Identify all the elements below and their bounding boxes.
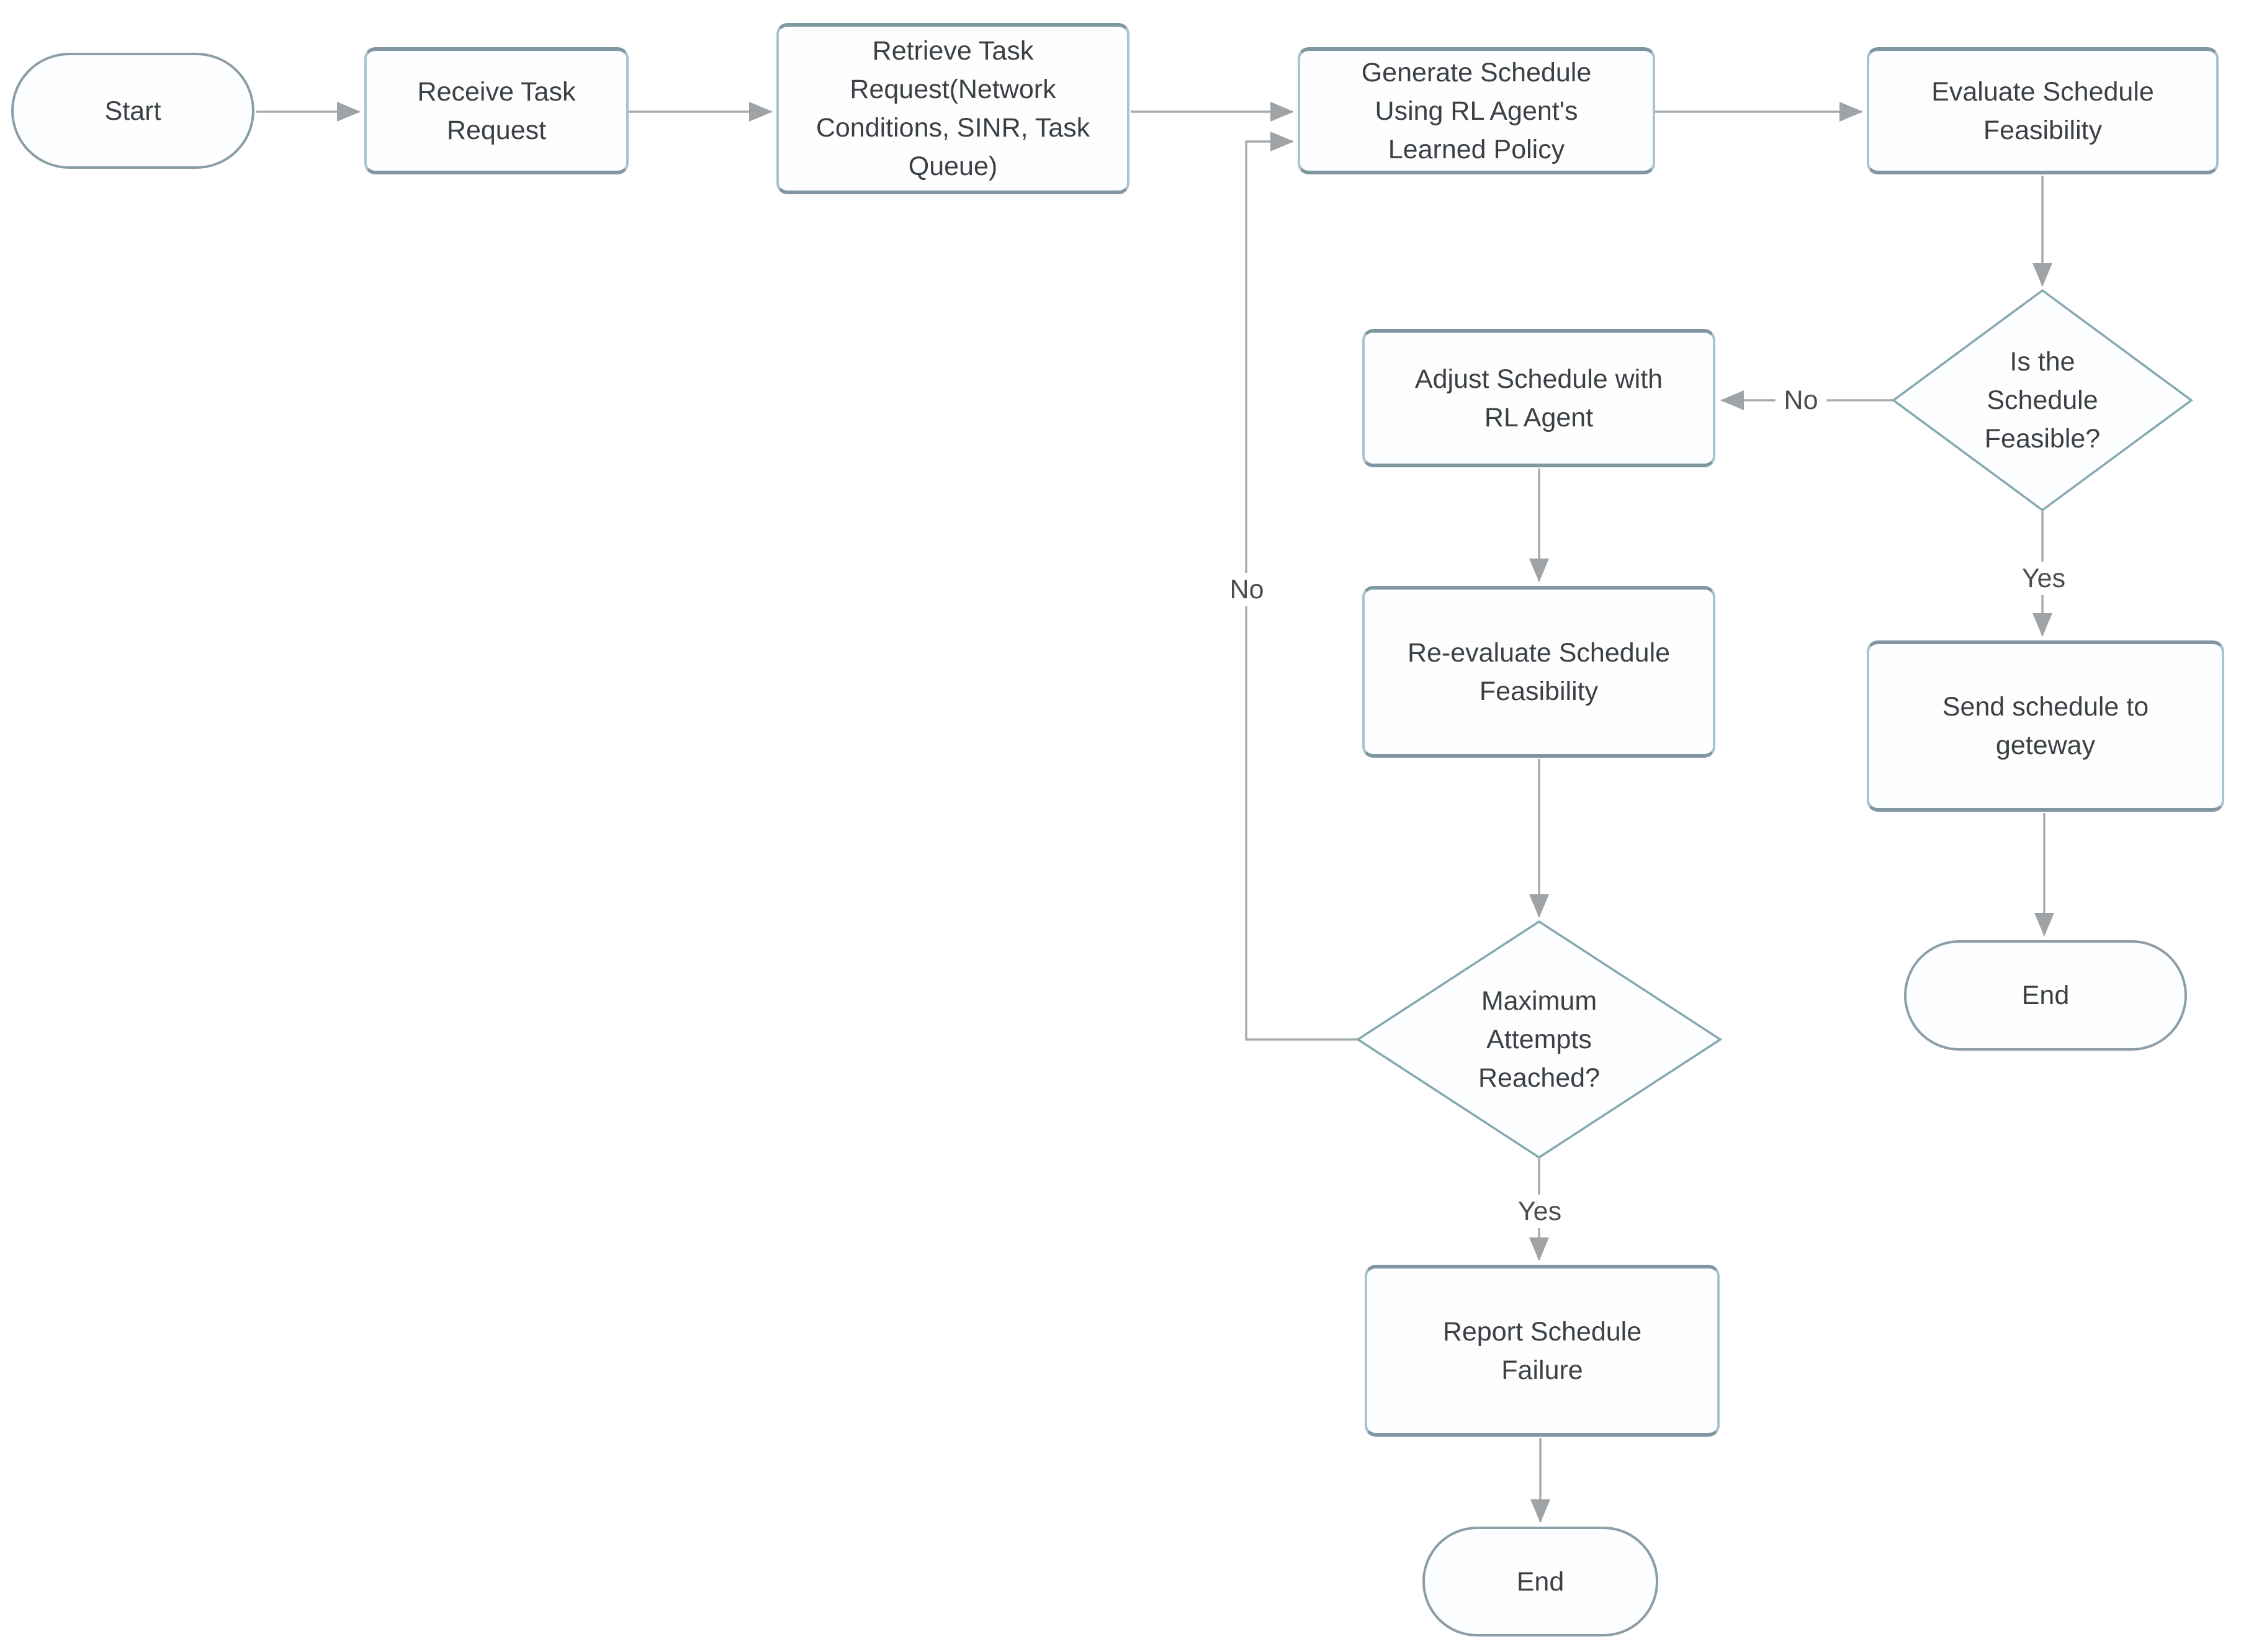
- edge-label-is-feasible-no: No: [1775, 384, 1827, 417]
- edge-label-max-attempts-no: No: [1221, 573, 1273, 606]
- node-generate-label: Generate Schedule Using RL Agent's Learn…: [1361, 57, 1592, 164]
- node-retrieve-task-request: Retrieve Task Request(Network Conditions…: [776, 23, 1129, 194]
- edge-label-is-feasible-yes: Yes: [2013, 562, 2075, 595]
- node-adjust-schedule: Adjust Schedule with RL Agent: [1362, 329, 1715, 467]
- node-reevaluate-feasibility: Re-evaluate Schedule Feasibility: [1362, 586, 1715, 758]
- node-start: Start: [11, 53, 254, 169]
- node-end-right: End: [1904, 940, 2187, 1051]
- node-send-label: Send schedule to geteway: [1942, 692, 2149, 760]
- node-report-failure: Report Schedule Failure: [1365, 1265, 1720, 1437]
- node-send-schedule: Send schedule to geteway: [1867, 640, 2224, 812]
- node-start-label: Start: [104, 96, 161, 126]
- node-reevaluate-label: Re-evaluate Schedule Feasibility: [1407, 637, 1671, 706]
- node-evaluate-feasibility: Evaluate Schedule Feasibility: [1867, 47, 2219, 174]
- node-evaluate-label: Evaluate Schedule Feasibility: [1931, 76, 2154, 145]
- edge-label-max-attempts-yes: Yes: [1509, 1195, 1571, 1228]
- node-max-attempts-label: Maximum Attempts Reached?: [1478, 986, 1601, 1093]
- node-receive-task-request: Receive Task Request: [364, 47, 629, 174]
- node-end-right-label: End: [2021, 981, 2070, 1010]
- decision-diamond-is-feasible: [1892, 289, 2193, 512]
- node-adjust-label: Adjust Schedule with RL Agent: [1414, 364, 1663, 433]
- node-is-feasible-label: Is the Schedule Feasible?: [1984, 347, 2101, 454]
- decision-diamond-max-attempts: [1355, 920, 1723, 1159]
- node-end-bottom-label: End: [1516, 1566, 1565, 1597]
- node-report-label: Report Schedule Failure: [1442, 1316, 1642, 1385]
- node-end-bottom: End: [1422, 1527, 1658, 1636]
- node-receive-label: Receive Task Request: [417, 76, 576, 145]
- node-generate-schedule: Generate Schedule Using RL Agent's Learn…: [1298, 47, 1655, 174]
- node-retrieve-label: Retrieve Task Request(Network Conditions…: [815, 36, 1090, 181]
